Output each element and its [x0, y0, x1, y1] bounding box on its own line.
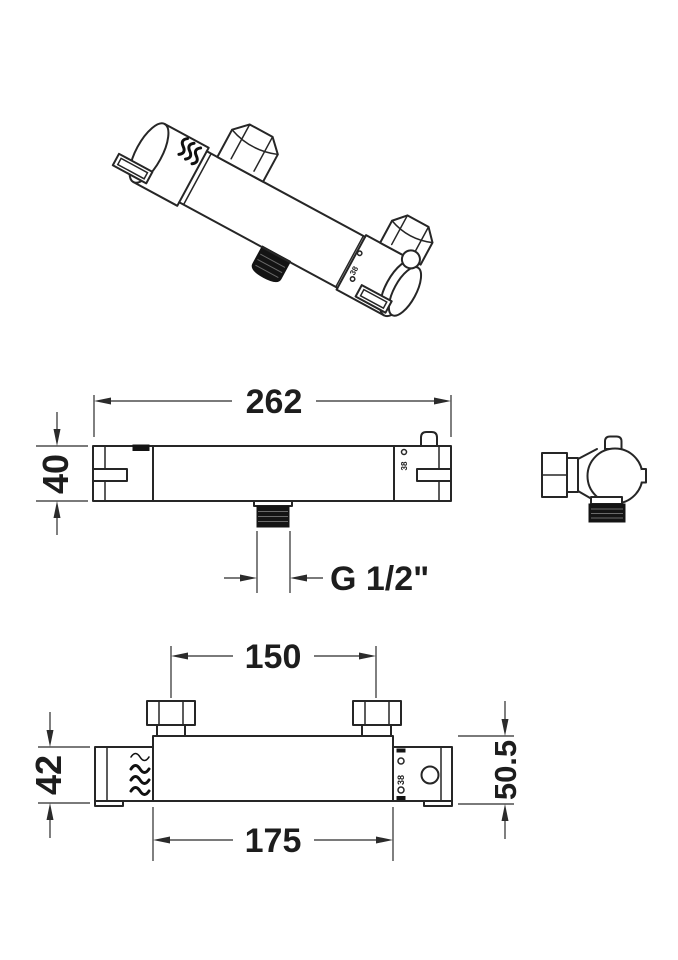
- handle-end-circle: [586, 447, 644, 505]
- dim-40-label: 40: [35, 454, 76, 494]
- dimension-outlet-thread: G 1/2": [224, 531, 429, 598]
- arrowhead: [501, 719, 509, 736]
- arrowhead: [290, 574, 307, 582]
- safety-stop-button-icon: [420, 765, 440, 785]
- top-temp-38-label: 38: [396, 775, 406, 785]
- threaded-outlet-icon: [251, 245, 292, 283]
- threaded-outlet-icon: [253, 500, 293, 528]
- clip-slot: [111, 152, 154, 185]
- dimension-height-40: 40: [35, 412, 88, 535]
- arrowhead: [46, 803, 54, 820]
- union-connector: [566, 457, 579, 493]
- hex-nut-icon: [379, 214, 434, 266]
- arrowhead: [376, 836, 393, 844]
- body-outline: [92, 445, 452, 502]
- handle-foot: [94, 800, 124, 807]
- dim-42-label: 42: [28, 755, 69, 795]
- dim-g12-label: G 1/2": [330, 560, 429, 598]
- handle-foot: [423, 800, 453, 807]
- arrowhead: [434, 397, 451, 405]
- safety-stop-button-icon: [420, 431, 438, 447]
- body-outline: [152, 735, 394, 802]
- dimension-handle-depth-42: 42: [28, 712, 90, 838]
- dim-50-5-label: 50.5: [488, 740, 523, 800]
- arrowhead: [153, 836, 170, 844]
- clip-slot: [354, 284, 393, 314]
- temperature-scale-dot-icon: [397, 757, 405, 765]
- water-flow-waves-icon: [129, 752, 151, 796]
- dim-150-label: 150: [245, 638, 302, 676]
- dimension-width-262: 262: [93, 383, 452, 437]
- dimension-overall-depth-50-5: 50.5: [458, 701, 523, 839]
- dimension-inlet-spacing-150: 150: [170, 638, 377, 698]
- dim-175-label: 175: [245, 822, 302, 860]
- arrowhead: [53, 429, 61, 446]
- top-valve-body: 38: [94, 700, 453, 807]
- temperature-scale-dot-icon: [349, 276, 356, 282]
- temperature-handle: 38: [335, 234, 423, 318]
- arrowhead: [240, 574, 257, 582]
- dimension-body-length-175: 175: [152, 807, 394, 861]
- clip-slot: [92, 468, 128, 482]
- hex-nut-icon: [146, 700, 196, 737]
- hex-nut-icon: [352, 700, 402, 737]
- temperature-scale-markings: 38: [396, 748, 406, 800]
- water-flow-waves-icon: [132, 444, 150, 451]
- clip-slot: [416, 468, 452, 482]
- threaded-outlet-icon: [588, 496, 626, 523]
- safety-stop-button-icon: [400, 249, 421, 270]
- safety-stop-button-icon: [604, 435, 623, 450]
- temperature-scale-dot-icon: [400, 448, 408, 456]
- isometric-view: 38: [111, 122, 434, 318]
- front-view: 38 262 40 G 1/2": [35, 383, 452, 598]
- arrowhead: [501, 804, 509, 821]
- front-valve-body: 38: [92, 431, 452, 528]
- clip-notch: [641, 468, 647, 484]
- side-view: [541, 435, 647, 523]
- flow-handle: [94, 746, 154, 807]
- flow-handle: [111, 122, 212, 207]
- water-flow-waves-icon: [177, 137, 203, 166]
- arrowhead: [359, 652, 376, 660]
- dim-262-label: 262: [246, 383, 303, 421]
- arrowhead: [53, 501, 61, 518]
- top-view: 38 150 175 42: [28, 638, 523, 861]
- temperature-scale-dot-icon: [356, 250, 363, 257]
- temperature-scale-dot-icon: [397, 786, 405, 794]
- front-temp-38-label: 38: [400, 461, 409, 470]
- hex-nut-icon: [216, 123, 279, 183]
- temperature-handle: 38: [392, 746, 453, 807]
- arrowhead: [46, 730, 54, 747]
- arrowhead: [171, 652, 188, 660]
- arrowhead: [94, 397, 111, 405]
